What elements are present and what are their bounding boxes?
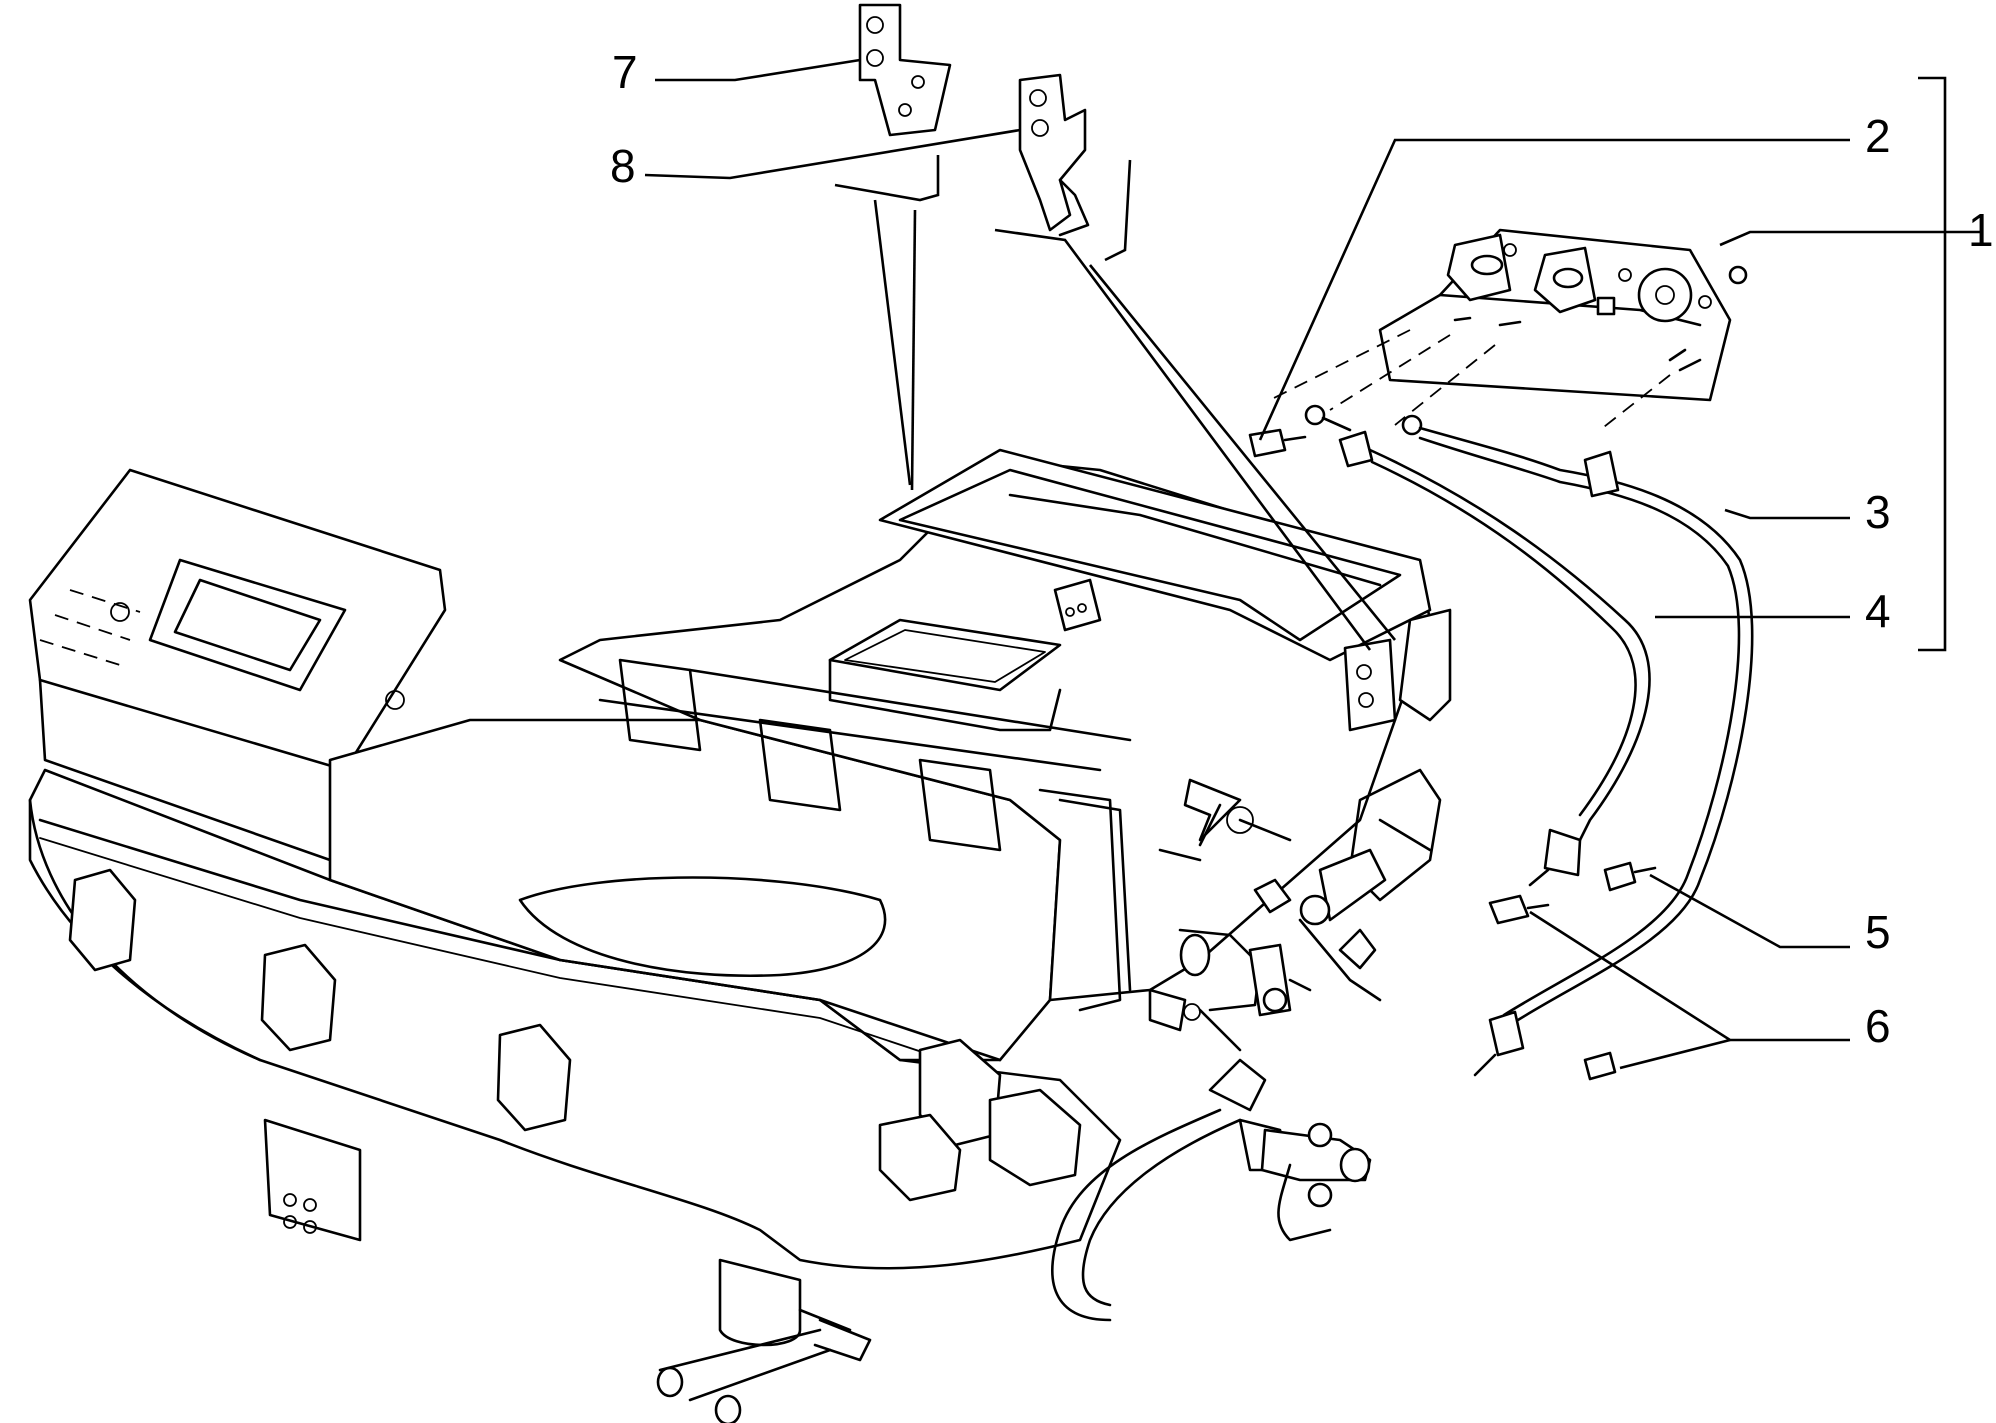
control-panel-assembly	[1269, 228, 1748, 431]
screws	[1488, 861, 1657, 1081]
callout-2: 2	[1865, 110, 1891, 162]
callout-7: 7	[612, 46, 638, 98]
callout-1: 1	[1968, 204, 1994, 256]
control-cables	[1248, 404, 1754, 1077]
callout-3: 3	[1865, 486, 1891, 538]
flap-linkage	[1051, 608, 1452, 1322]
callout-6: 6	[1865, 1000, 1891, 1052]
leader-lines	[644, 58, 1980, 1070]
upper-box	[558, 448, 1432, 1012]
callout-5: 5	[1865, 906, 1891, 958]
bracket-7	[858, 3, 952, 137]
callout-8: 8	[610, 140, 636, 192]
heater-housing	[28, 468, 1122, 1423]
bracket-8	[1018, 73, 1090, 237]
callout-4: 4	[1865, 585, 1891, 637]
